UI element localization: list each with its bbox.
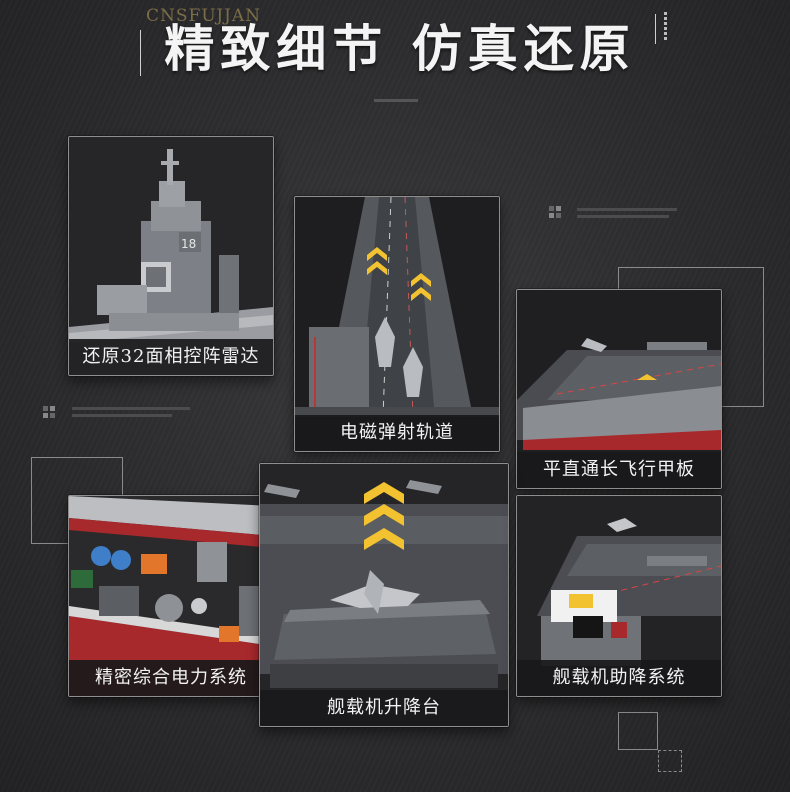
deco-dashed-square	[658, 750, 682, 772]
panel-elevator: 舰载机升降台	[259, 463, 509, 727]
panel-flight-deck: 平直通长飞行甲板	[516, 289, 722, 489]
page-title: 精致细节 仿真还原	[164, 19, 636, 78]
panel-label: 平直通长飞行甲板	[517, 452, 721, 488]
deco-fineprint-bar	[72, 407, 190, 410]
deco-fineprint-bar	[577, 208, 677, 211]
deco-square	[43, 406, 48, 411]
brand-watermark: CNSFUJJAN	[146, 6, 261, 26]
panel-label: 舰载机助降系统	[517, 660, 721, 696]
radar-tower-icon: 18	[69, 137, 273, 375]
panel-power: 精密综合电力系统	[68, 495, 274, 697]
panel-label: 舰载机升降台	[260, 690, 508, 726]
deco-fineprint-bar	[72, 414, 172, 417]
deco-square	[549, 206, 554, 211]
deco-square	[50, 406, 55, 411]
panel-label: 还原32面相控阵雷达	[69, 339, 273, 375]
catapult-deck-icon	[295, 197, 499, 451]
title-divider-left	[140, 30, 141, 76]
deco-square	[43, 413, 48, 418]
deco-square	[556, 206, 561, 211]
panel-label: 电磁弹射轨道	[295, 415, 499, 451]
title-divider-right	[655, 14, 656, 44]
svg-text:18: 18	[181, 237, 196, 251]
panel-landing: 舰载机助降系统	[516, 495, 722, 697]
deco-square	[50, 413, 55, 418]
title-fineprint	[374, 99, 418, 102]
aircraft-elevator-icon	[260, 464, 508, 726]
panel-radar: 18 还原32面相控阵雷达	[68, 136, 274, 376]
title-dots-decoration	[664, 10, 667, 42]
panel-label: 精密综合电力系统	[69, 660, 273, 696]
deco-square	[549, 213, 554, 218]
deco-fineprint-bar	[577, 215, 669, 218]
deco-outline-square	[618, 712, 658, 750]
panel-catapult: 电磁弹射轨道	[294, 196, 500, 452]
deco-square	[556, 213, 561, 218]
